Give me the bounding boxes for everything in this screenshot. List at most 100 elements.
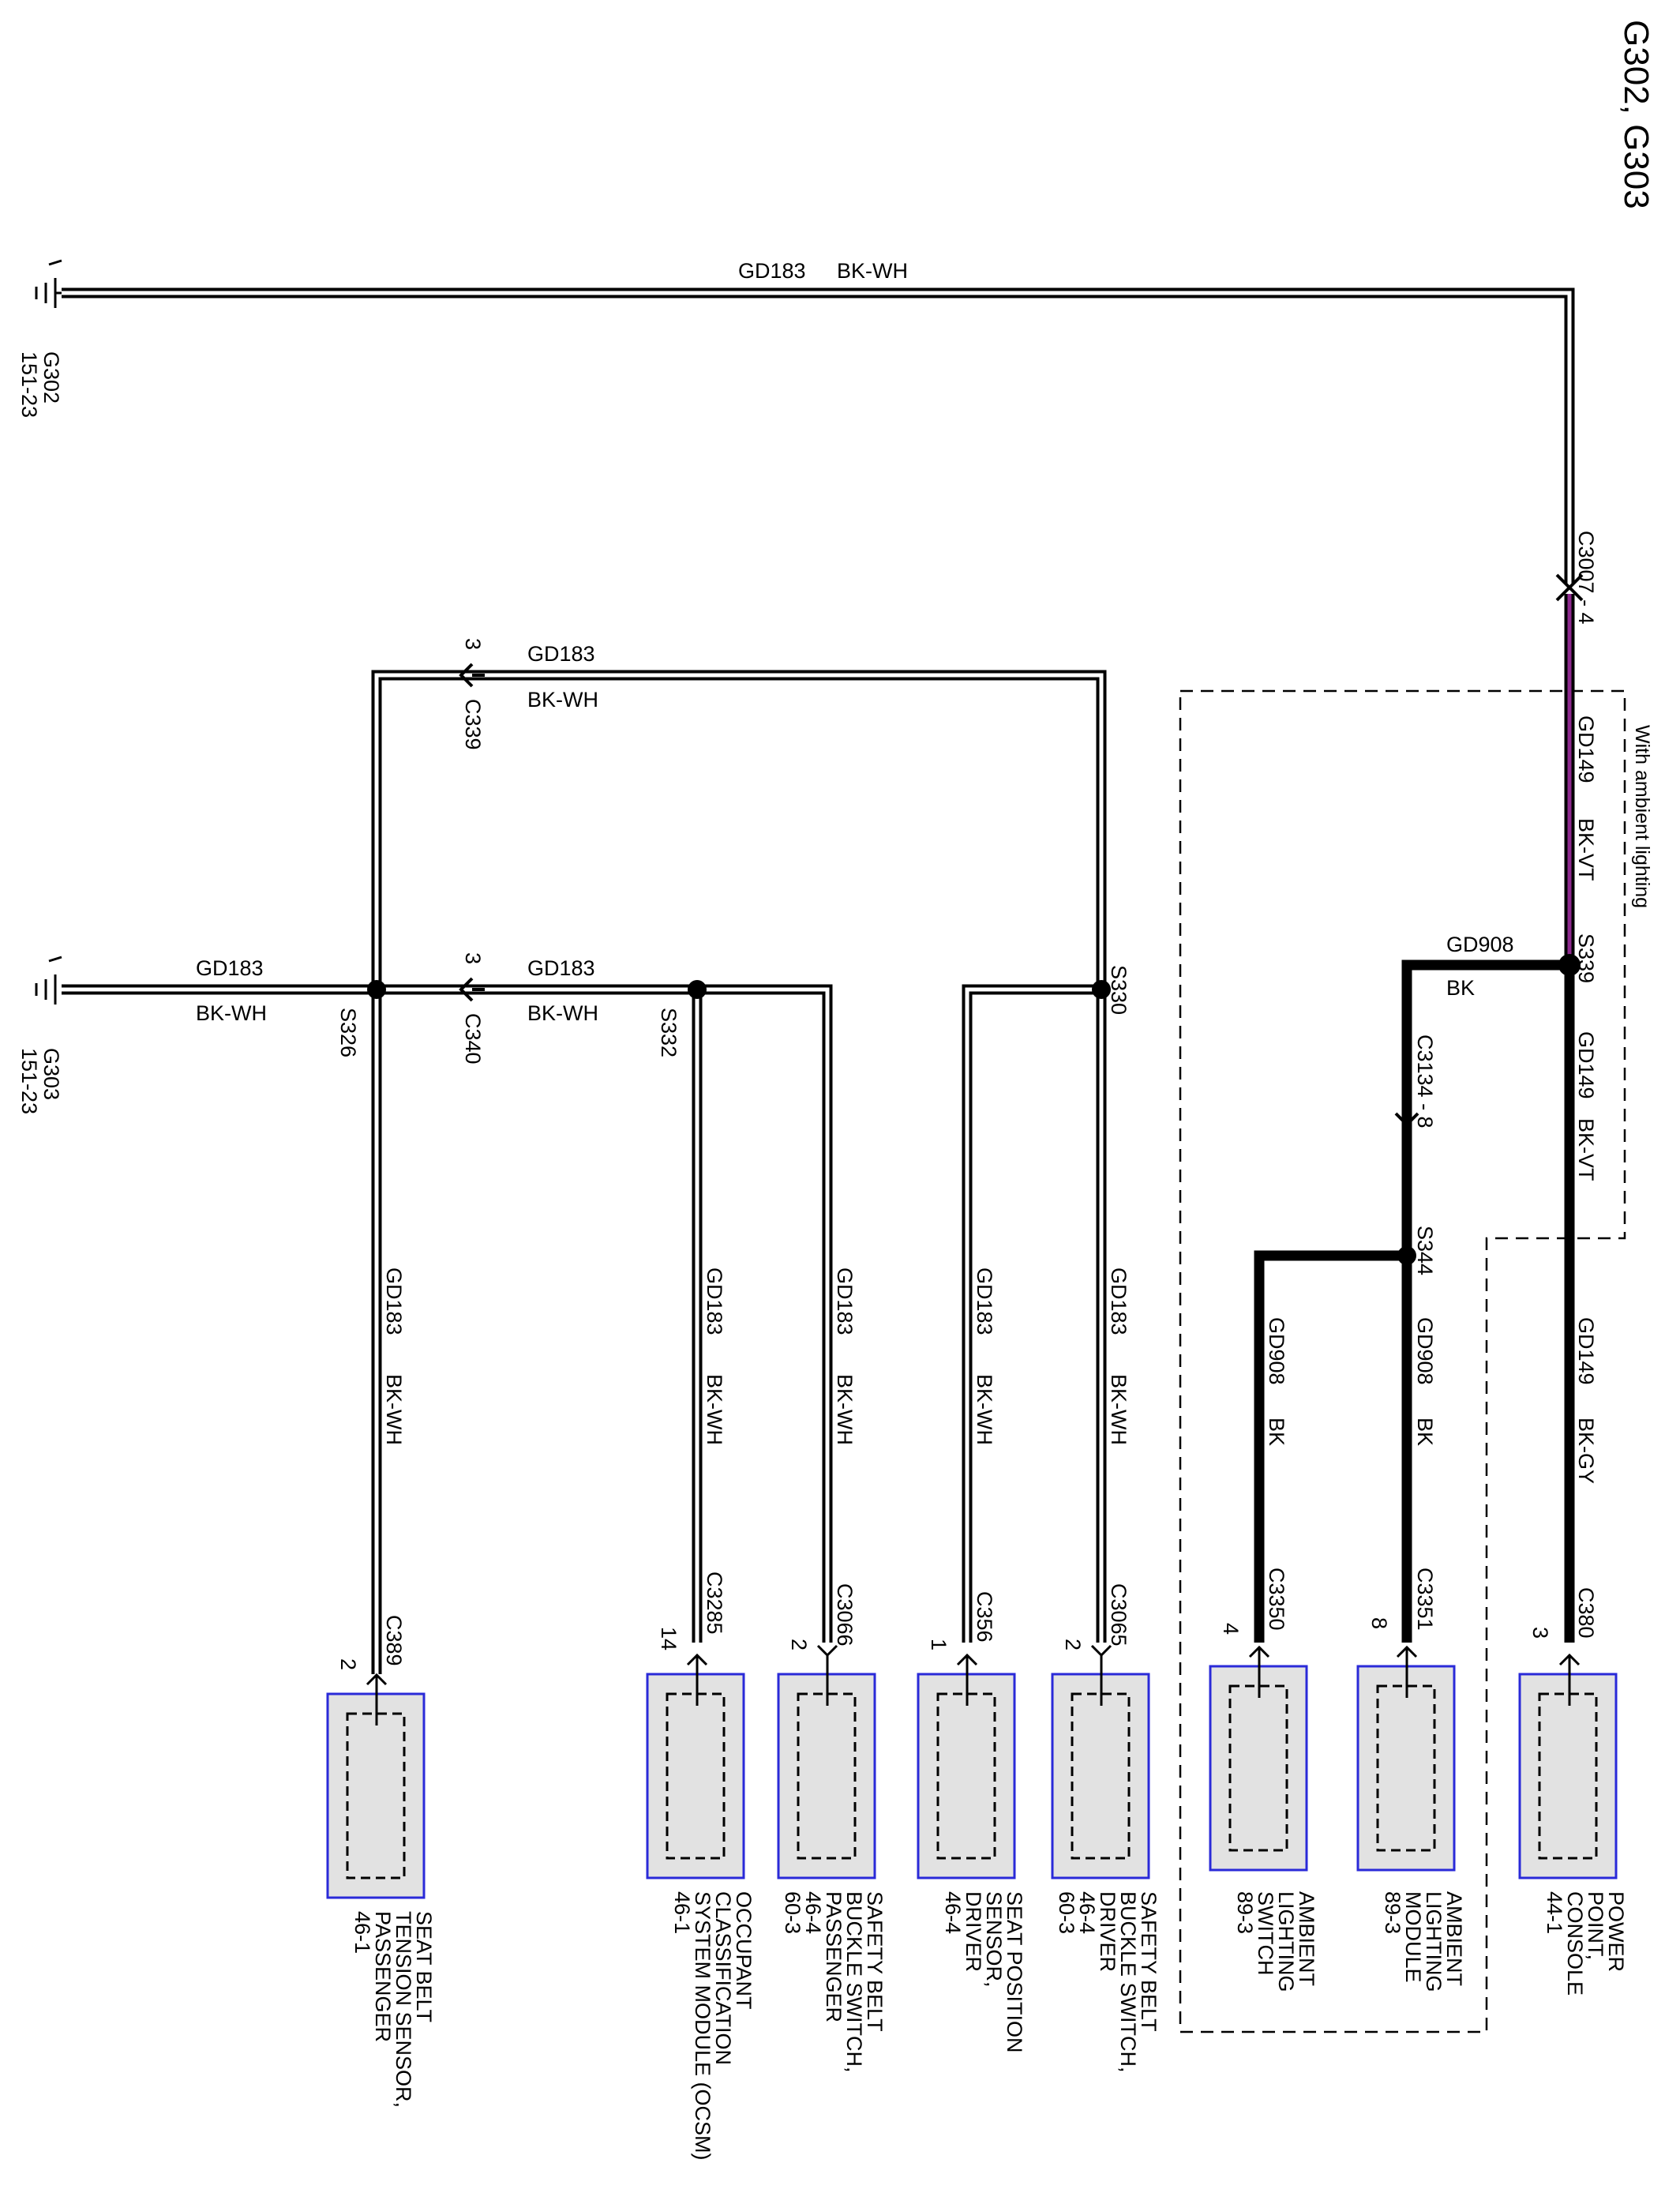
description-line: CLASSIFICATION bbox=[711, 1891, 735, 2065]
description-line: PASSENGER bbox=[822, 1891, 846, 2022]
seat-position-connector: C356 bbox=[973, 1591, 996, 1643]
inline-connectors bbox=[459, 573, 1584, 1127]
amb-switch-description: AMBIENTLIGHTINGSWITCH89-3 bbox=[1233, 1891, 1318, 1992]
connector-c3134-symbol bbox=[1394, 1112, 1419, 1127]
connector-c3007-symbol bbox=[1555, 573, 1584, 602]
wire-amb-module-color: BK bbox=[1413, 1418, 1437, 1446]
description-line: SENSOR, bbox=[982, 1891, 1006, 1988]
description-line: 60-3 bbox=[1055, 1891, 1078, 1934]
description-line: 89-3 bbox=[1233, 1891, 1257, 1934]
module-ambient-lighting-switch bbox=[1209, 1665, 1308, 1872]
wire-mid-circuit: GD183 bbox=[527, 956, 595, 980]
ground-g302-symbol bbox=[35, 259, 62, 308]
description-line: OCCUPANT bbox=[732, 1891, 756, 2010]
buckle-passenger-connector: C3066 bbox=[833, 1583, 857, 1647]
tension-pin: 2 bbox=[336, 1658, 360, 1670]
connector-c340-name: C340 bbox=[461, 1013, 485, 1065]
description-line: PASSENGER bbox=[371, 1911, 395, 2042]
wire-gd183-seat-position-inner bbox=[965, 987, 1101, 1643]
wire-buckle-driver-circuit: GD183 bbox=[1107, 1267, 1131, 1335]
seat-position-description: SEAT POSITIONSENSOR,DRIVER46-4 bbox=[941, 1891, 1026, 2053]
wire-ocsm-color: BK-WH bbox=[703, 1374, 726, 1445]
ground-g302-name: G302 bbox=[39, 351, 63, 404]
splice-dots bbox=[367, 954, 1581, 1265]
description-line: LIGHTING bbox=[1422, 1891, 1446, 1992]
wire-buckle-passenger-color: BK-WH bbox=[833, 1374, 857, 1445]
wire-gd908-branch bbox=[1401, 959, 1569, 1643]
buckle-driver-pin: 2 bbox=[1061, 1639, 1085, 1650]
splice-s344-dot bbox=[1397, 1246, 1416, 1265]
connector-c340-pin: 3 bbox=[461, 952, 485, 964]
wire-buckle-passenger-circuit: GD183 bbox=[833, 1267, 857, 1335]
wire-s339-upper-color: BK-VT bbox=[1574, 818, 1598, 881]
description-line: BUCKLE SWITCH, bbox=[1116, 1891, 1140, 2073]
wire-s339-upper-circuit: GD149 bbox=[1574, 715, 1598, 783]
wire-top-color: BK-WH bbox=[837, 259, 908, 283]
wire-seat-position-color: BK-WH bbox=[973, 1374, 996, 1445]
wire-amb-switch-circuit: GD908 bbox=[1265, 1317, 1288, 1385]
description-line: MODULE bbox=[1401, 1891, 1425, 1983]
module-boxes bbox=[326, 1665, 1618, 1899]
description-line: SEAT POSITION bbox=[1003, 1891, 1026, 2053]
buckle-driver-connector: C3065 bbox=[1107, 1583, 1131, 1647]
seat-position-pin: 1 bbox=[927, 1639, 951, 1650]
description-line: 44-1 bbox=[1543, 1891, 1566, 1934]
module-buckle-switch-driver bbox=[1051, 1673, 1150, 1879]
connector-c339-pin: 3 bbox=[461, 638, 485, 650]
amb-switch-pin: 4 bbox=[1219, 1623, 1243, 1635]
description-line: CONSOLE bbox=[1563, 1891, 1587, 1996]
tension-connector: C389 bbox=[382, 1615, 406, 1666]
wire-mid-color: BK-WH bbox=[527, 1001, 598, 1025]
module-ocsm bbox=[646, 1673, 745, 1879]
splice-s339-label: S339 bbox=[1574, 933, 1598, 983]
power-point-description: POWERPOINT,CONSOLE44-1 bbox=[1543, 1891, 1628, 1996]
buckle-passenger-description: SAFETY BELTBUCKLE SWITCH,PASSENGER46-460… bbox=[781, 1891, 887, 2073]
wire-buckle-driver-color: BK-WH bbox=[1107, 1374, 1131, 1445]
buckle-driver-description: SAFETY BELTBUCKLE SWITCH,DRIVER46-460-3 bbox=[1055, 1891, 1161, 2073]
wire-upper-color: BK-WH bbox=[527, 688, 598, 712]
description-line: SAFETY BELT bbox=[1137, 1891, 1161, 2032]
wire-upper-circuit: GD183 bbox=[527, 642, 595, 666]
ambient-lighting-option-box bbox=[1179, 689, 1626, 2033]
connector-c339-symbol bbox=[459, 663, 485, 688]
power-point-connector: C380 bbox=[1574, 1587, 1598, 1639]
description-line: 46-4 bbox=[801, 1891, 825, 1934]
description-line: SAFETY BELT bbox=[863, 1891, 887, 2032]
splice-s332-dot bbox=[688, 980, 707, 999]
description-line: AMBIENT bbox=[1442, 1891, 1466, 1986]
wire-gd183-g303-inner bbox=[62, 987, 830, 1643]
ground-g303-page: 151-23 bbox=[17, 1048, 41, 1114]
pin-arrows bbox=[366, 1644, 1581, 1725]
wire-gd183-upper bbox=[371, 670, 1107, 1643]
splice-s330-dot bbox=[1092, 980, 1111, 999]
module-buckle-switch-passenger bbox=[777, 1673, 876, 1879]
amb-switch-connector: C3350 bbox=[1265, 1568, 1288, 1631]
description-line: 46-4 bbox=[1075, 1891, 1099, 1934]
wire-group bbox=[62, 287, 1575, 1674]
description-line: 46-1 bbox=[670, 1891, 694, 1934]
description-line: 46-1 bbox=[351, 1911, 374, 1954]
splice-s326-label: S326 bbox=[336, 1008, 360, 1057]
description-line: TENSION SENSOR, bbox=[392, 1911, 415, 2108]
tension-description: SEAT BELTTENSION SENSOR,PASSENGER46-1 bbox=[351, 1911, 436, 2108]
wire-console-color: BK-GY bbox=[1574, 1418, 1598, 1484]
wire-seat-position-circuit: GD183 bbox=[973, 1267, 996, 1335]
description-line: BUCKLE SWITCH, bbox=[842, 1891, 866, 2073]
splice-s330-label: S330 bbox=[1107, 965, 1131, 1015]
description-line: AMBIENT bbox=[1295, 1891, 1318, 1986]
module-power-point bbox=[1518, 1673, 1618, 1879]
module-tension-sensor bbox=[326, 1692, 426, 1899]
ocsm-connector: C3285 bbox=[703, 1572, 726, 1635]
wire-s339-lower-color: BK-VT bbox=[1574, 1118, 1598, 1181]
power-point-pin: 3 bbox=[1528, 1627, 1552, 1639]
amb-module-pin: 8 bbox=[1367, 1617, 1391, 1629]
ground-g302-page: 151-23 bbox=[17, 351, 41, 418]
wire-top-circuit: GD183 bbox=[738, 259, 806, 283]
diagram-title: G302, G303 bbox=[1617, 20, 1656, 209]
wire-gd183-upper-inner bbox=[374, 673, 1104, 1643]
connector-c3007-label: C3007 - 4 bbox=[1574, 531, 1598, 625]
wire-tension-color: BK-WH bbox=[382, 1374, 406, 1445]
wire-gd908-switch bbox=[1254, 1250, 1407, 1643]
